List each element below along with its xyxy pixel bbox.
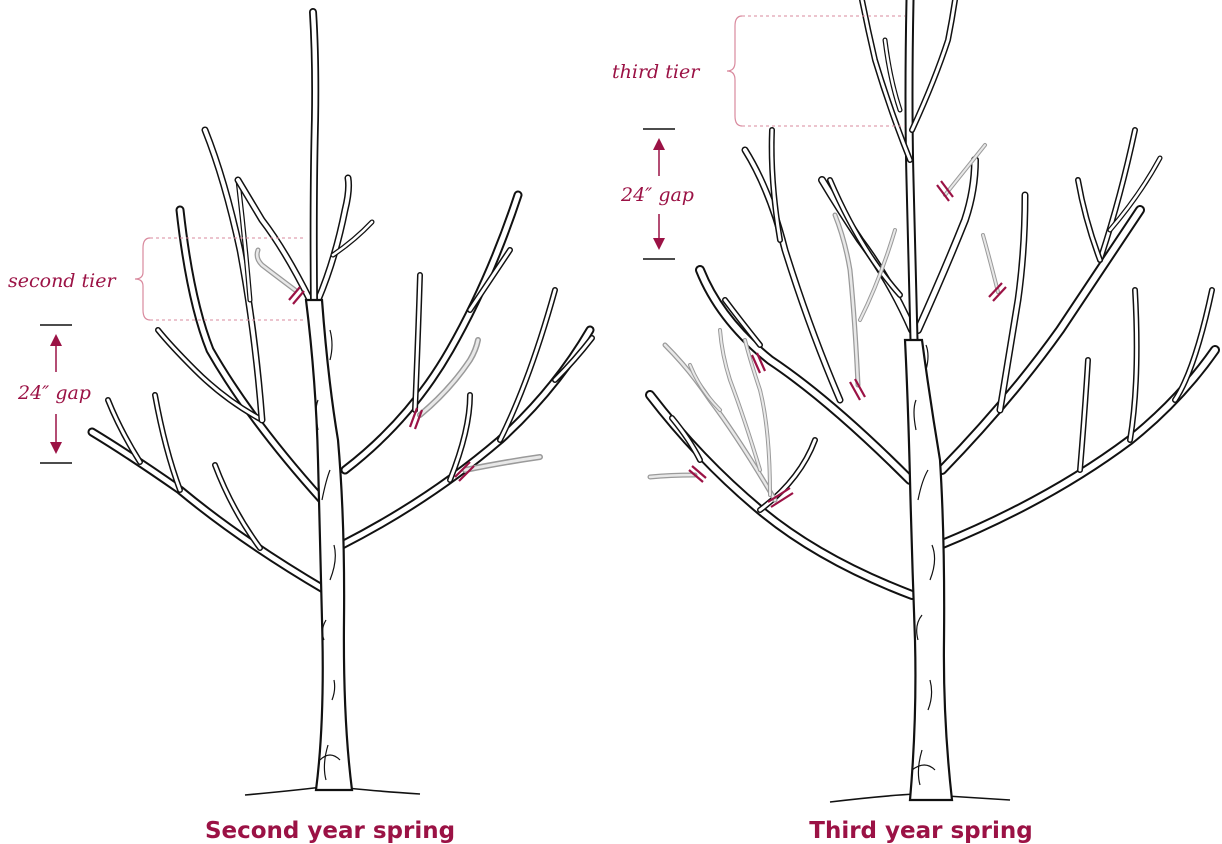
trunk-right: [905, 340, 952, 800]
gap-label-left: 24″ gap: [17, 382, 91, 404]
arrow-up-icon: [653, 138, 665, 176]
double-slash-cut-icon: [850, 379, 865, 400]
caption-third-year: Third year spring: [809, 818, 1032, 844]
third-tier-bracket: third tier: [612, 16, 905, 126]
curly-brace-icon: [727, 16, 742, 126]
arrow-down-icon: [50, 414, 62, 454]
arrow-down-icon: [653, 214, 665, 250]
gap-label-right: 24″ gap: [620, 184, 694, 206]
curly-brace-icon: [135, 238, 150, 320]
second-tier-label: second tier: [8, 270, 117, 292]
arrow-up-icon: [50, 334, 62, 372]
gap-indicator-right: 24″ gap: [620, 129, 694, 259]
tree-third-year: third tier 24″ gap Third year spring: [612, 0, 1215, 844]
caption-second-year: Second year spring: [205, 818, 455, 844]
gap-indicator-left: 24″ gap: [17, 325, 91, 463]
tree-second-year: second tier 24″ gap Second year spring: [8, 12, 592, 844]
third-tier-label: third tier: [612, 61, 701, 83]
